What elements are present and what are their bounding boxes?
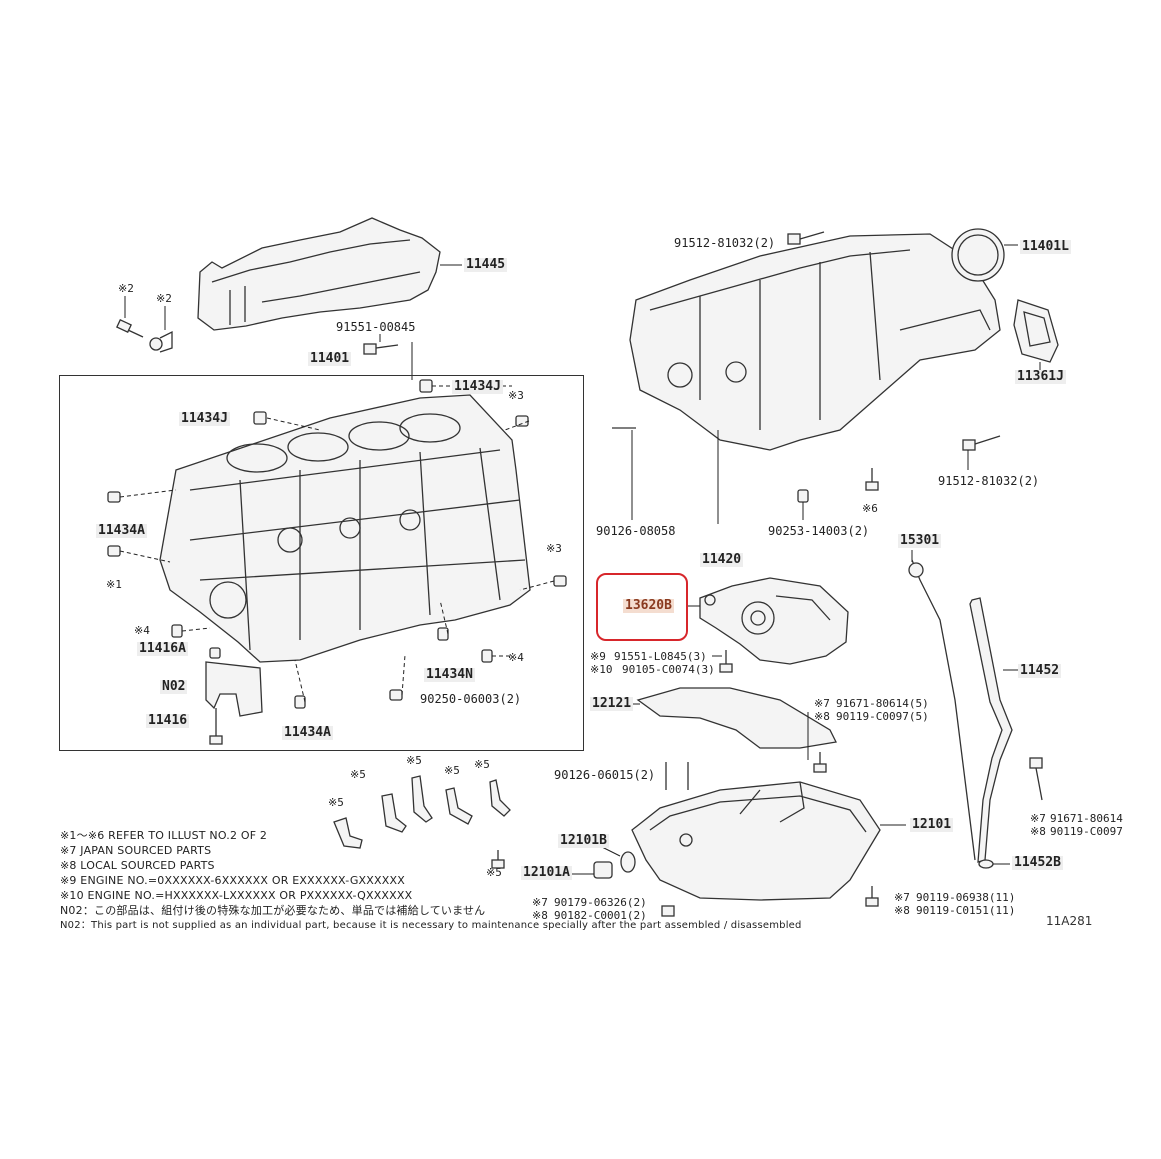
part-label-N02[interactable]: N02 bbox=[160, 679, 188, 694]
part-label-11434N[interactable]: 11434N bbox=[424, 667, 475, 682]
legend-note: ※9 ENGINE NO.=0XXXXXX-6XXXXXX OR EXXXXXX… bbox=[60, 874, 405, 887]
dowel-pin-drawings bbox=[107, 379, 567, 709]
part-label-12101B[interactable]: 12101B bbox=[558, 833, 609, 848]
ref-mark: ※8 bbox=[894, 904, 910, 917]
part-label-11452B[interactable]: 11452B bbox=[1012, 855, 1063, 870]
part-label-91671-80614-a[interactable]: 91671-80614(5) bbox=[836, 697, 929, 710]
legend-note: ※10 ENGINE NO.=HXXXXXX-LXXXXXX OR PXXXXX… bbox=[60, 889, 413, 902]
part-label-11401L[interactable]: 11401L bbox=[1020, 239, 1071, 254]
legend-note: N02：この部品は、組付け後の特殊な加工が必要なため、単品では補給していません bbox=[60, 904, 486, 917]
part-label-13620B[interactable]: 13620B bbox=[623, 598, 674, 613]
ref-mark: ※7 bbox=[1030, 812, 1046, 825]
part-label-90253-14003[interactable]: 90253-14003(2) bbox=[768, 524, 870, 538]
oil-pump-drawing bbox=[699, 577, 849, 665]
ref-mark: ※5 bbox=[486, 866, 502, 879]
ref-mark: ※2 bbox=[118, 282, 134, 295]
ref-mark: ※5 bbox=[406, 754, 422, 767]
part-label-11434A-lower[interactable]: 11434A bbox=[282, 725, 333, 740]
ref-mark: ※5 bbox=[328, 796, 344, 809]
part-label-11445[interactable]: 11445 bbox=[464, 257, 508, 272]
legend-note: ※8 LOCAL SOURCED PARTS bbox=[60, 859, 215, 872]
legend-note: ※1〜※6 REFER TO ILLUST NO.2 OF 2 bbox=[60, 829, 268, 842]
part-label-11416[interactable]: 11416 bbox=[146, 713, 190, 728]
ref-mark: ※8 bbox=[814, 710, 830, 723]
part-label-15301[interactable]: 15301 bbox=[898, 533, 942, 548]
oil-pan-upper-drawing bbox=[629, 233, 1001, 451]
part-label-12101[interactable]: 12101 bbox=[910, 817, 954, 832]
part-label-90179-06326[interactable]: 90179-06326(2) bbox=[554, 896, 647, 909]
part-label-91512-81032-right[interactable]: 91512-81032(2) bbox=[938, 474, 1040, 488]
ref-mark: ※7 bbox=[532, 896, 548, 909]
part-label-91551-00845[interactable]: 91551-00845 bbox=[336, 320, 416, 334]
engine-cover-drawing bbox=[197, 217, 441, 331]
engine-block-drawing bbox=[159, 394, 531, 663]
part-label-11420[interactable]: 11420 bbox=[700, 552, 744, 567]
part-label-91512-81032-top[interactable]: 91512-81032(2) bbox=[674, 236, 776, 250]
part-label-90250-06003[interactable]: 90250-06003(2) bbox=[420, 692, 522, 706]
ref-mark: ※1 bbox=[106, 578, 122, 591]
part-label-12121[interactable]: 12121 bbox=[590, 696, 634, 711]
ref-mark: ※9 bbox=[590, 650, 606, 663]
ref-mark: ※4 bbox=[134, 624, 150, 637]
part-label-11434J-right[interactable]: 11434J bbox=[452, 379, 503, 394]
ref-mark: ※7 bbox=[894, 891, 910, 904]
ref-mark: ※2 bbox=[156, 292, 172, 305]
part-label-11452[interactable]: 11452 bbox=[1018, 663, 1062, 678]
ref-mark: ※3 bbox=[508, 389, 524, 402]
bolt-drawings-top-left bbox=[116, 296, 173, 353]
part-label-90182-C0001[interactable]: 90182-C0001(2) bbox=[554, 909, 647, 922]
ref-mark: ※5 bbox=[444, 764, 460, 777]
part-label-90119-C0097-b[interactable]: 90119-C0097 bbox=[1050, 825, 1123, 838]
ref-mark: ※10 bbox=[590, 663, 613, 676]
legend-note: ※7 JAPAN SOURCED PARTS bbox=[60, 844, 212, 857]
ref-mark: ※6 bbox=[862, 502, 878, 515]
part-label-90126-06015[interactable]: 90126-06015(2) bbox=[554, 768, 656, 782]
ref-mark: ※4 bbox=[508, 651, 524, 664]
part-label-90119-06938[interactable]: 90119-06938(11) bbox=[916, 891, 1016, 904]
engine-block-detail-frame bbox=[59, 375, 584, 751]
part-label-11434A-upper[interactable]: 11434A bbox=[96, 523, 147, 538]
ref-mark: ※8 bbox=[532, 909, 548, 922]
part-label-91551-L0845[interactable]: 91551-L0845(3) bbox=[614, 650, 707, 663]
ref-mark: ※3 bbox=[546, 542, 562, 555]
bracket-drawings bbox=[333, 775, 511, 869]
ref-mark: ※8 bbox=[1030, 825, 1046, 838]
part-label-91671-80614-b[interactable]: 91671-80614 bbox=[1050, 812, 1123, 825]
part-label-11361J[interactable]: 11361J bbox=[1015, 369, 1066, 384]
part-label-90119-C0151[interactable]: 90119-C0151(11) bbox=[916, 904, 1016, 917]
ref-mark: ※7 bbox=[814, 697, 830, 710]
legend-note: N02：This part is not supplied as an indi… bbox=[60, 920, 802, 931]
part-label-11416A[interactable]: 11416A bbox=[137, 641, 188, 656]
part-label-11434J-left[interactable]: 11434J bbox=[179, 411, 230, 426]
part-label-90119-C0097-a[interactable]: 90119-C0097(5) bbox=[836, 710, 929, 723]
part-label-90105-C0074[interactable]: 90105-C0074(3) bbox=[622, 663, 715, 676]
part-label-90126-08058[interactable]: 90126-08058 bbox=[596, 524, 676, 538]
diagram-code: 11A281 bbox=[1046, 914, 1093, 928]
ref-mark: ※5 bbox=[474, 758, 490, 771]
selected-part-highlight bbox=[596, 573, 688, 641]
part-label-12101A[interactable]: 12101A bbox=[521, 865, 572, 880]
part-label-11401[interactable]: 11401 bbox=[308, 351, 352, 366]
oil-pan-lower-drawing bbox=[631, 781, 881, 901]
ref-mark: ※5 bbox=[350, 768, 366, 781]
